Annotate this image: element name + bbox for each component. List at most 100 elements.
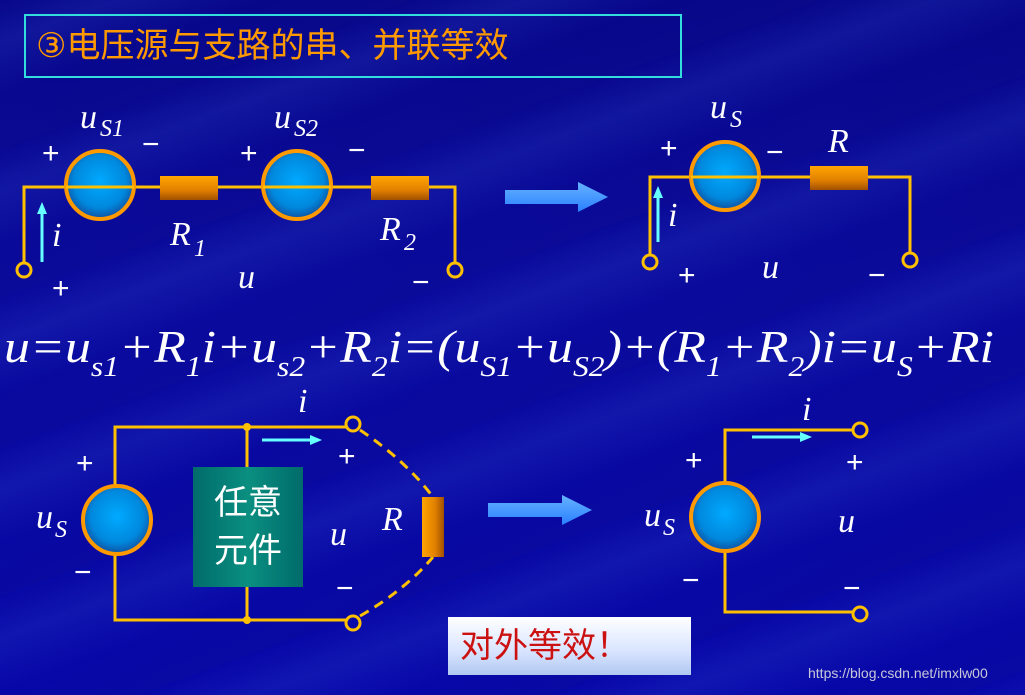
label-r2: R bbox=[379, 211, 401, 248]
parallel-equivalent-circuit: + u S − i + u − bbox=[644, 391, 869, 623]
label-u: u bbox=[238, 259, 255, 296]
terminal-plus bbox=[344, 415, 362, 433]
equation-subscript: 2 bbox=[789, 352, 805, 383]
equation-term: = bbox=[30, 321, 65, 372]
label-us: u bbox=[644, 497, 661, 534]
equivalent-externally-label: 对外等效！ bbox=[448, 617, 691, 675]
resistor-r1 bbox=[160, 176, 218, 200]
label-i: i bbox=[802, 391, 811, 428]
svg-text:−: − bbox=[348, 134, 366, 167]
equation-term: u bbox=[547, 321, 573, 372]
equation-subscript: 1 bbox=[186, 352, 202, 383]
voltage-source-us bbox=[81, 484, 153, 556]
wire bbox=[22, 185, 457, 262]
equation-term: i+ bbox=[202, 321, 251, 372]
equation-term: + bbox=[119, 321, 154, 372]
parallel-circuit: + u S − i + u R − bbox=[36, 383, 444, 632]
equation-subscript: s1 bbox=[91, 352, 119, 383]
svg-text:S: S bbox=[730, 107, 742, 133]
svg-text:−: − bbox=[766, 136, 784, 169]
equation-term: u bbox=[65, 321, 91, 372]
equation-term: )i= bbox=[801, 321, 871, 372]
equation-term: R bbox=[756, 321, 789, 372]
equation-subscript: 2 bbox=[372, 352, 388, 383]
equation-term: u bbox=[871, 321, 897, 372]
equation-term: )+( bbox=[601, 321, 677, 372]
equation-term: R bbox=[153, 321, 186, 372]
equation-term: i=( bbox=[388, 321, 458, 372]
voltage-source-us bbox=[689, 481, 761, 553]
equation-term: u bbox=[4, 321, 30, 372]
terminal-minus bbox=[901, 251, 919, 269]
svg-text:S: S bbox=[663, 515, 675, 541]
svg-text:S2: S2 bbox=[294, 116, 318, 142]
equivalence-arrow-top bbox=[505, 182, 608, 212]
equation-term: u bbox=[454, 321, 480, 372]
svg-text:+: + bbox=[660, 132, 678, 165]
label-i: i bbox=[52, 217, 61, 254]
label-u: u bbox=[838, 503, 855, 540]
label-i: i bbox=[668, 197, 677, 234]
series-equivalent-circuit: u S + − R i + u − bbox=[641, 89, 919, 292]
equation-subscript: S1 bbox=[480, 352, 512, 383]
svg-text:−: − bbox=[412, 266, 430, 299]
series-circuit: u S1 u S2 + − + − i R 1 R 2 + u − bbox=[15, 99, 464, 305]
terminal-minus bbox=[851, 605, 869, 623]
resistor-r bbox=[422, 497, 444, 557]
equation-subscript: S2 bbox=[573, 352, 605, 383]
terminal-plus bbox=[851, 421, 869, 439]
equation-term: + bbox=[512, 321, 547, 372]
label-r1: R bbox=[169, 216, 191, 253]
equation-term: + bbox=[913, 321, 948, 372]
equation-term: u bbox=[251, 321, 277, 372]
svg-text:+: + bbox=[42, 137, 60, 170]
svg-text:−: − bbox=[843, 572, 861, 605]
svg-text:+: + bbox=[678, 259, 696, 292]
terminal-minus bbox=[446, 261, 464, 279]
arbitrary-element-box: 任意 元件 bbox=[193, 467, 303, 587]
svg-text:−: − bbox=[868, 259, 886, 292]
equation-term: + bbox=[722, 321, 757, 372]
label-r: R bbox=[827, 123, 849, 160]
label-us: u bbox=[36, 499, 53, 536]
voltage-source-us1 bbox=[64, 149, 136, 221]
equation-term: R bbox=[339, 321, 372, 372]
equation-term: Ri bbox=[947, 321, 994, 372]
svg-text:+: + bbox=[76, 447, 94, 480]
svg-text:2: 2 bbox=[404, 230, 416, 256]
resistor-r2 bbox=[371, 176, 429, 200]
svg-text:S: S bbox=[55, 517, 67, 543]
label-u: u bbox=[330, 516, 347, 553]
equation-subscript: S bbox=[897, 352, 913, 383]
label-u: u bbox=[762, 249, 779, 286]
svg-text:1: 1 bbox=[194, 236, 206, 262]
svg-text:+: + bbox=[846, 446, 864, 479]
svg-text:−: − bbox=[142, 128, 160, 161]
terminal-plus bbox=[15, 261, 33, 279]
svg-text:+: + bbox=[240, 137, 258, 170]
terminal-plus bbox=[641, 253, 659, 271]
svg-text:+: + bbox=[338, 440, 356, 473]
terminal-minus bbox=[344, 614, 362, 632]
label-r: R bbox=[381, 501, 403, 538]
svg-text:−: − bbox=[682, 564, 700, 597]
label-us1: u bbox=[80, 99, 97, 136]
watermark: https://blog.csdn.net/imxlw00 bbox=[808, 665, 988, 681]
slide-title: ③电压源与支路的串、并联等效 bbox=[24, 14, 682, 78]
voltage-source-us2 bbox=[261, 149, 333, 221]
equivalence-arrow-bottom bbox=[488, 495, 592, 525]
label-us: u bbox=[710, 89, 727, 126]
equation-term: + bbox=[305, 321, 340, 372]
svg-text:+: + bbox=[52, 272, 70, 305]
svg-text:−: − bbox=[336, 572, 354, 605]
svg-text:S1: S1 bbox=[100, 116, 124, 142]
svg-text:+: + bbox=[685, 444, 703, 477]
equation-subscript: s2 bbox=[277, 352, 305, 383]
equation-term: R bbox=[673, 321, 706, 372]
label-us2: u bbox=[274, 99, 291, 136]
svg-text:−: − bbox=[74, 556, 92, 589]
equation-subscript: 1 bbox=[706, 352, 722, 383]
resistor-r bbox=[810, 166, 868, 190]
